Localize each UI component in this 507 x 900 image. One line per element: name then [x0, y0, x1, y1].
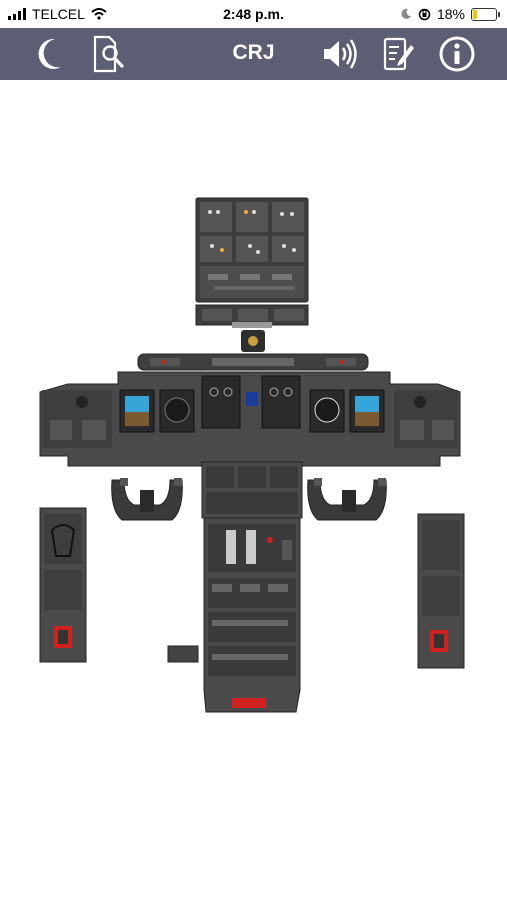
night-mode-button[interactable] [30, 34, 70, 74]
status-bar: TELCEL 2:48 p.m. 18% [0, 0, 507, 28]
main-instrument-panel[interactable] [39, 371, 461, 467]
status-left: TELCEL [8, 6, 107, 22]
status-time: 2:48 p.m. [223, 6, 284, 22]
captain-yoke[interactable] [111, 478, 183, 521]
overhead-lower-panel[interactable] [195, 304, 309, 328]
info-icon [439, 36, 475, 72]
battery-percent: 18% [436, 6, 465, 22]
document-search-icon [93, 35, 124, 73]
pedestal-side-box[interactable] [167, 645, 199, 663]
wifi-icon [91, 8, 107, 20]
notes-button[interactable] [378, 34, 418, 74]
battery-fill [473, 9, 477, 19]
status-right: 18% [400, 6, 500, 22]
overhead-panel[interactable] [195, 197, 309, 303]
orientation-lock-icon [418, 8, 431, 20]
signal-icon [8, 8, 26, 20]
notepad-pencil-icon [383, 37, 414, 71]
sound-button[interactable] [320, 34, 360, 74]
first-officer-side-console[interactable] [417, 513, 465, 669]
captain-side-console[interactable] [39, 507, 87, 663]
center-pedestal[interactable] [201, 461, 303, 713]
moon-status-icon [401, 8, 411, 19]
standby-compass[interactable] [241, 330, 265, 352]
carrier-label: TELCEL [32, 6, 85, 22]
battery-icon [471, 7, 500, 21]
search-button[interactable] [88, 34, 128, 74]
speaker-icon [324, 39, 357, 69]
moon-icon [38, 38, 61, 69]
first-officer-yoke[interactable] [307, 478, 387, 521]
info-button[interactable] [437, 34, 477, 74]
glareshield-panel[interactable] [137, 353, 369, 371]
